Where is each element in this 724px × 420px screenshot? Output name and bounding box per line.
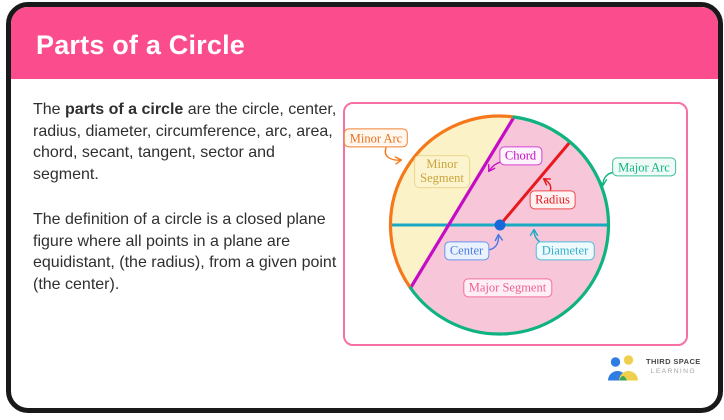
minor-segment-label: Minor Segment [414, 154, 470, 189]
chord-label: Chord [498, 145, 543, 166]
major-arc-label: Major Arc [612, 157, 676, 177]
intro-paragraph: The parts of a circle are the circle, ce… [33, 99, 341, 185]
logo-subtitle: LEARNING [650, 367, 696, 375]
definition-paragraph: The definition of a circle is a closed p… [33, 211, 337, 293]
diameter-label: Diameter [535, 240, 595, 261]
intro-text-block: The parts of a circle are the circle, ce… [33, 99, 341, 295]
minor-arc-path [388, 114, 516, 290]
radius-label: Radius [529, 189, 576, 210]
page-title: Parts of a Circle [36, 29, 245, 60]
minor-arc-arrow [384, 147, 403, 165]
center-label: Center [443, 240, 490, 261]
chord-line [408, 115, 516, 290]
logo-text: THIRD SPACE LEARNING [646, 357, 701, 375]
intro-text-bold: parts of a circle [65, 101, 184, 118]
radius-line [498, 140, 572, 227]
major-segment-label: Major Segment [462, 277, 553, 298]
major-arc-path [408, 115, 611, 336]
minor-arc-label: Minor Arc [343, 128, 409, 148]
logo-icon [608, 355, 638, 381]
logo-title: THIRD SPACE [646, 357, 701, 366]
minor-segment-label-line1: Minor [426, 157, 458, 172]
logo: THIRD SPACE LEARNING [606, 354, 701, 382]
header-bar: Parts of a Circle [11, 7, 718, 79]
center-dot [494, 219, 506, 231]
minor-segment-label-line2: Segment [420, 171, 464, 186]
center-arrow [487, 233, 504, 251]
intro-text-after: are the circle, center, radius, diameter… [33, 101, 337, 183]
intro-text-before: The [33, 101, 66, 118]
